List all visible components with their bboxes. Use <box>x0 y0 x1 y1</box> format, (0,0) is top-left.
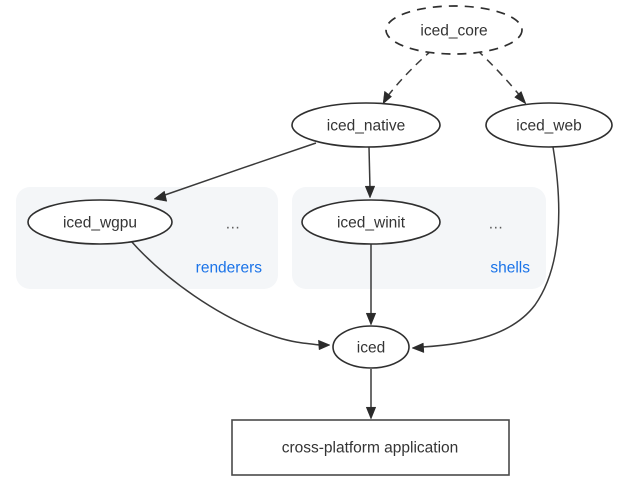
node-iced-web[interactable]: iced_web <box>485 102 613 148</box>
arrow-head-icon <box>365 312 377 326</box>
cluster-shells-label: shells <box>490 260 530 277</box>
arrow-head-icon <box>364 185 376 199</box>
edge-iced-native-to-iced-wgpu <box>153 142 317 202</box>
edge-path <box>130 240 321 346</box>
edge-path <box>386 49 433 98</box>
arrow-head-icon <box>365 406 377 420</box>
edge-path <box>368 146 371 190</box>
node-iced-native-label: iced_native <box>327 118 405 135</box>
node-iced-core[interactable]: iced_core <box>385 5 523 55</box>
node-iced-shape[interactable] <box>332 325 410 369</box>
edge-path <box>421 146 560 348</box>
edge-iced-core-to-iced-web <box>476 49 527 105</box>
arrow-head-icon <box>411 342 425 353</box>
node-iced-web-label: iced_web <box>516 118 582 135</box>
edge-iced-wgpu-to-iced <box>130 240 331 351</box>
cluster-renderers-label: renderers <box>196 260 263 277</box>
edge-iced-core-to-iced-native <box>382 49 433 105</box>
node-iced-wgpu-label: iced_wgpu <box>63 215 137 232</box>
arrow-head-icon <box>153 190 168 202</box>
edge-iced-to-application <box>365 369 377 420</box>
renderers-more-ellipsis: ... <box>226 216 240 233</box>
node-iced-winit[interactable]: iced_winit <box>301 199 441 245</box>
node-iced-wgpu-shape[interactable] <box>27 199 173 245</box>
node-cross-platform-application[interactable]: cross-platform application <box>231 419 510 476</box>
edge-iced-web-to-iced <box>411 146 560 353</box>
node-iced-winit-label: iced_winit <box>337 215 406 232</box>
node-iced-core-label: iced_core <box>420 23 487 40</box>
arrow-head-icon <box>382 90 392 105</box>
edge-iced-winit-to-iced <box>365 244 377 326</box>
edge-path <box>161 142 317 197</box>
edge-path <box>476 49 522 98</box>
shells-more-ellipsis: ... <box>489 216 503 233</box>
node-iced-label: iced <box>357 340 385 357</box>
edge-iced-native-to-iced-winit <box>364 146 376 199</box>
arrow-head-icon <box>318 339 331 351</box>
node-iced-web-shape[interactable] <box>485 102 613 148</box>
node-iced-core-shape[interactable] <box>385 5 523 55</box>
node-iced-native[interactable]: iced_native <box>291 102 441 148</box>
arrow-head-icon <box>514 90 527 105</box>
node-iced-native-shape[interactable] <box>291 102 441 148</box>
node-iced-winit-shape[interactable] <box>301 199 441 245</box>
node-iced[interactable]: iced <box>332 325 410 369</box>
node-cross-platform-application-shape[interactable] <box>231 419 510 476</box>
node-cross-platform-application-label: cross-platform application <box>282 440 459 457</box>
node-iced-wgpu[interactable]: iced_wgpu <box>27 199 173 245</box>
